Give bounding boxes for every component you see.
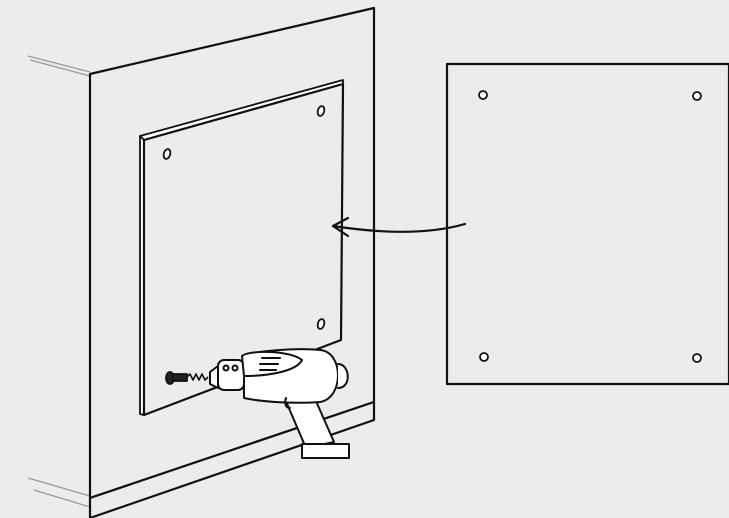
loose-panel-hole-bottom-right	[692, 353, 702, 363]
mounted-panel-hole-bottom-right	[316, 318, 326, 330]
mounted-panel-hole-top-left	[162, 148, 172, 160]
mounted-panel-face	[142, 82, 345, 417]
loose-panel-hole-top-right	[692, 91, 702, 101]
mounted-panel	[139, 79, 345, 417]
loose-panel-hole-top-left	[478, 90, 488, 100]
wall-side-edges	[27, 55, 91, 508]
loose-panel-hole-bottom-left	[479, 352, 489, 362]
mounted-panel-hole-top-right	[316, 105, 326, 117]
loose-panel	[445, 62, 729, 386]
drill-icon	[209, 348, 350, 459]
screw-icon	[165, 371, 209, 385]
arrow-icon	[331, 216, 467, 238]
